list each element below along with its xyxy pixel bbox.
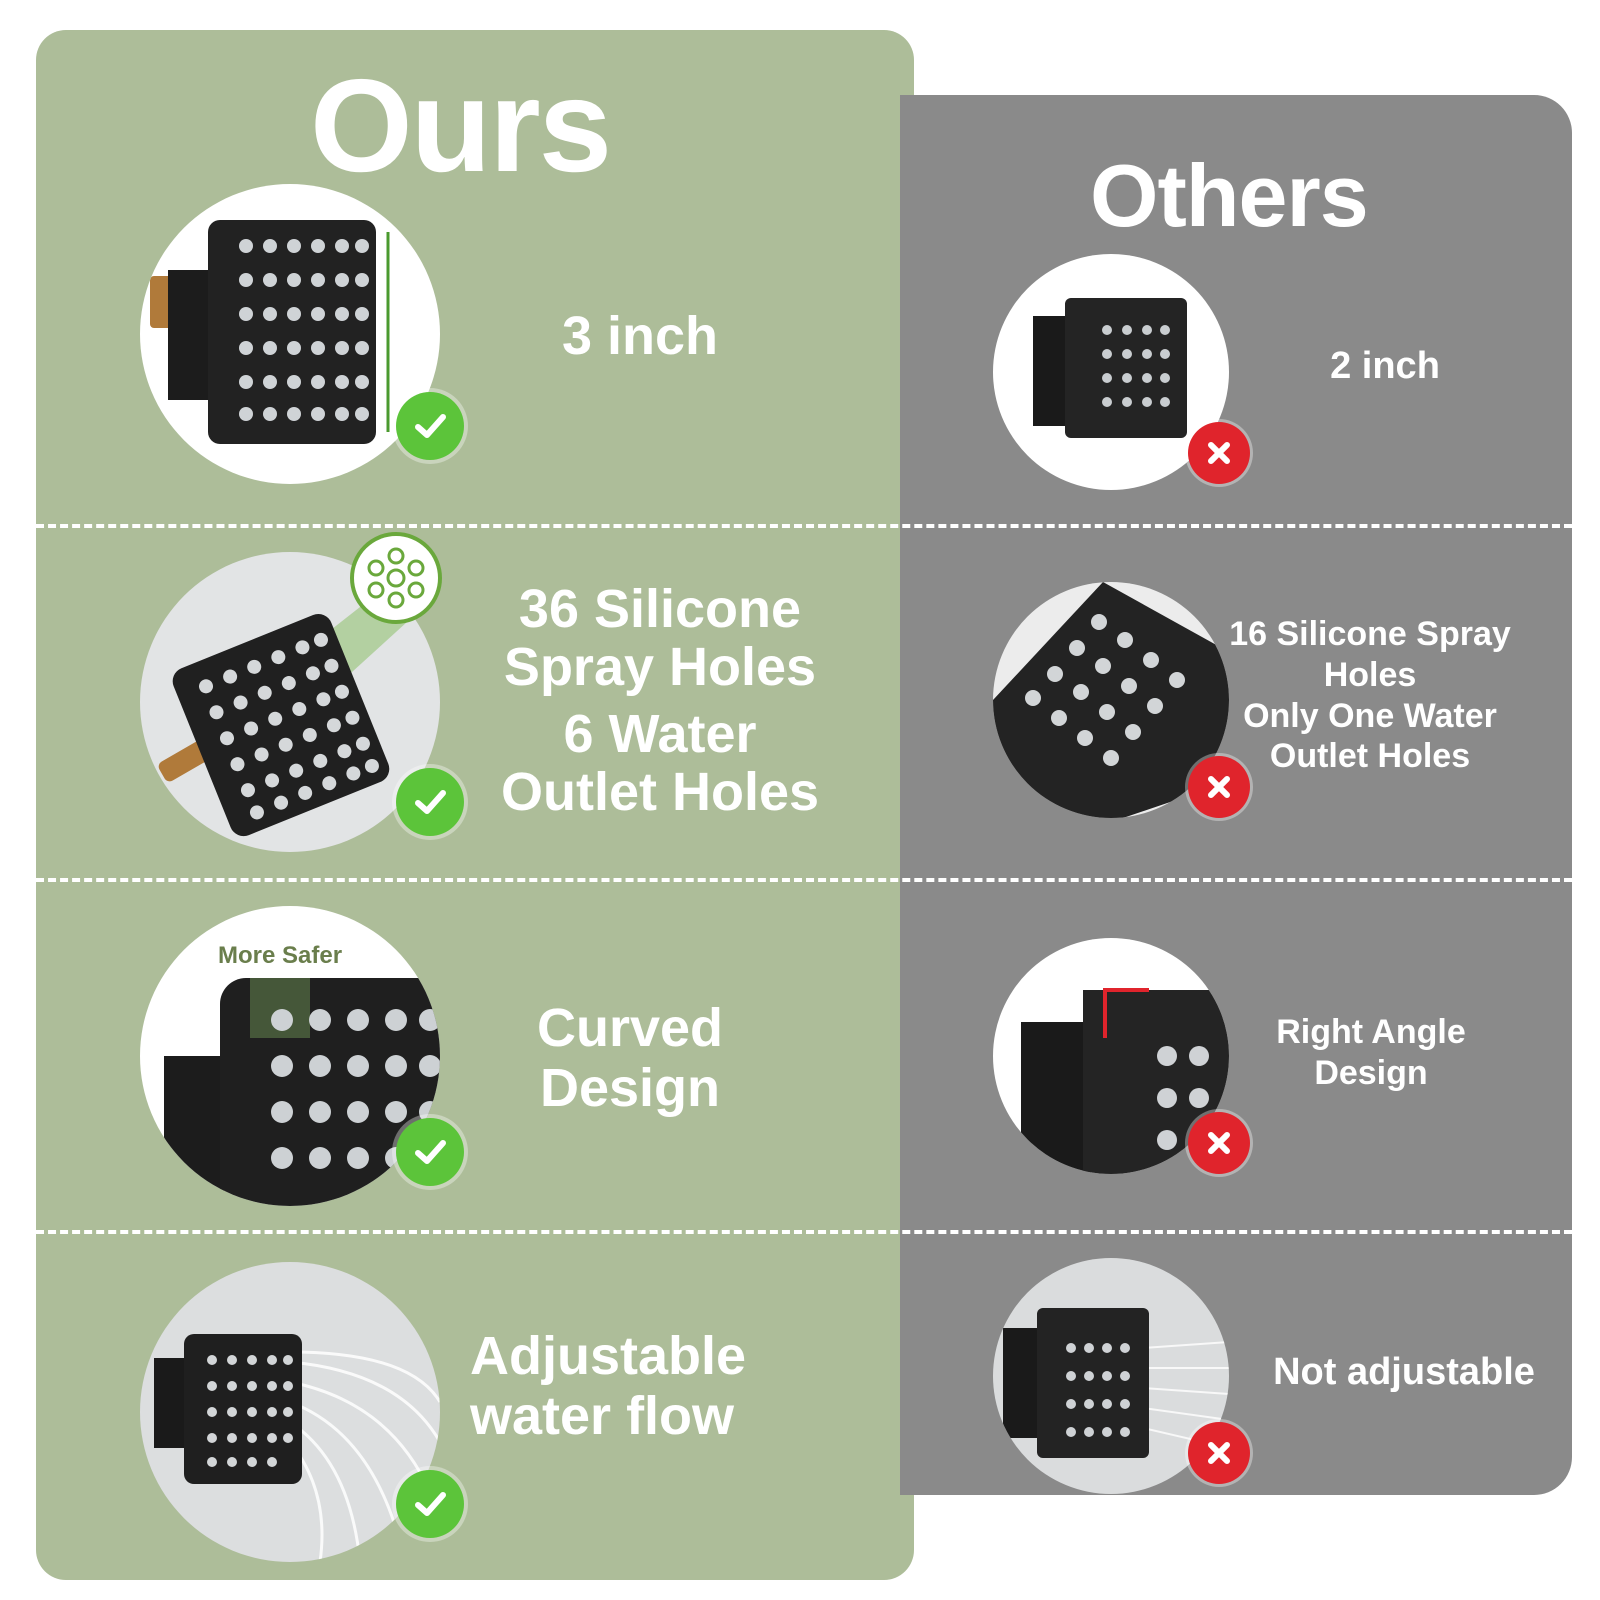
feature-line: Holes — [1323, 655, 1417, 694]
angled-shower-head-image — [140, 552, 440, 852]
row-divider — [36, 1230, 1572, 1234]
ours-feature-text: 36 Silicone Spray Holes 6 Water Outlet H… — [470, 579, 850, 822]
ours-feature-text: Curved Design — [500, 998, 760, 1119]
curved-edge-closeup-image — [140, 906, 440, 1206]
feature-line: 2 inch — [1330, 345, 1440, 387]
feature-line: Adjustable — [470, 1326, 747, 1386]
others-feature-text: 2 inch — [1290, 344, 1480, 390]
water-spray-image — [140, 1262, 440, 1562]
nozzle-closeup-image — [993, 582, 1229, 818]
feature-line: water flow — [470, 1386, 735, 1447]
feature-line: 36 Silicone — [518, 579, 802, 639]
feature-line: Design — [1314, 1053, 1428, 1092]
others-feature-text: Right Angle Design — [1256, 1012, 1486, 1094]
feature-line: Outlet Holes — [1269, 737, 1471, 776]
feature-line: Spray Holes — [503, 637, 817, 698]
row-divider — [36, 878, 1572, 882]
check-icon — [396, 1118, 464, 1186]
others-feature-text: 16 Silicone Spray Holes Only One Water O… — [1220, 614, 1520, 777]
ours-feature-text: Adjustable water flow — [470, 1326, 800, 1447]
feature-line: Right Angle — [1276, 1013, 1466, 1051]
row-divider — [36, 524, 1572, 528]
feature-line: Not adjustable — [1273, 1351, 1535, 1393]
others-title: Others — [1090, 146, 1369, 245]
feature-line: 6 Water — [563, 703, 757, 764]
feature-line: 3 inch — [561, 306, 719, 366]
feature-line: Design — [539, 1058, 721, 1119]
feature-line: Curved — [536, 998, 724, 1058]
small-shower-head-image — [993, 254, 1229, 490]
ours-feature-text: 3 inch — [520, 306, 760, 366]
more-safer-callout: More Safer — [218, 942, 343, 969]
cross-icon — [1188, 1112, 1250, 1174]
square-shower-head-image — [140, 184, 440, 484]
cross-icon — [1188, 422, 1250, 484]
others-feature-text: Not adjustable — [1254, 1350, 1554, 1396]
feature-line: 16 Silicone Spray — [1229, 615, 1511, 653]
cross-icon — [1188, 1422, 1250, 1484]
nozzle-zoom-icon — [350, 532, 442, 624]
check-icon — [396, 768, 464, 836]
feature-line: Outlet Holes — [500, 761, 820, 822]
cross-icon — [1188, 756, 1250, 818]
ours-title: Ours — [310, 52, 612, 199]
feature-line: Only One Water — [1243, 696, 1497, 735]
check-icon — [396, 1470, 464, 1538]
check-icon — [396, 392, 464, 460]
